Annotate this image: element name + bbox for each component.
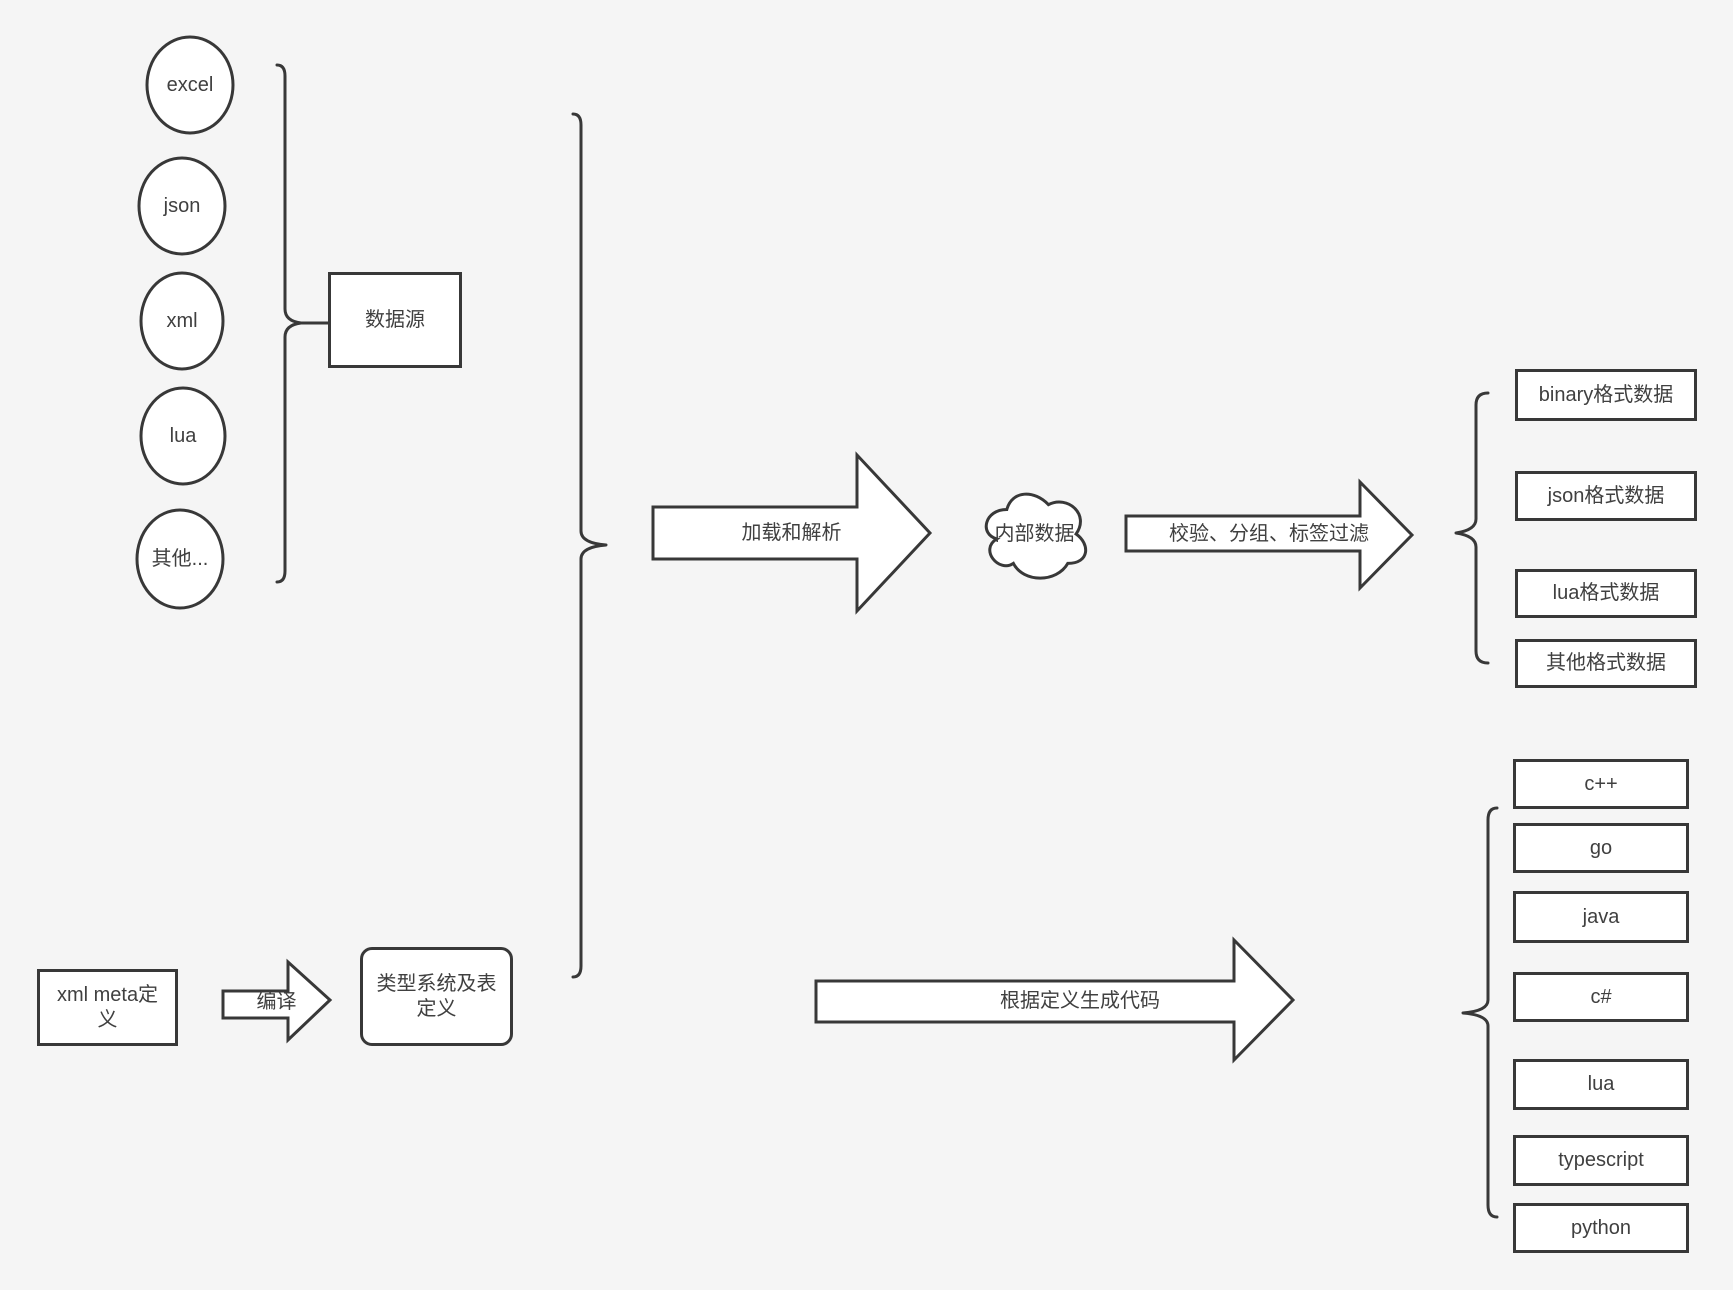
xml-meta-box-label: xml meta定义 <box>56 983 159 1031</box>
language-box-java: java <box>1513 891 1689 943</box>
codegen-arrow-shape <box>814 936 1296 1064</box>
format-box-other-label: 其他格式数据 <box>1546 652 1666 674</box>
languages-brace <box>1461 806 1499 1219</box>
format-box-json: json格式数据 <box>1515 471 1697 521</box>
format-box-binary: binary格式数据 <box>1515 369 1697 421</box>
language-box-java-label: java <box>1582 905 1620 928</box>
language-box-go-label: go <box>1589 836 1613 859</box>
filter-arrow-shape <box>1124 478 1415 592</box>
language-box-typescript-label: typescript <box>1558 1149 1644 1171</box>
language-box-lua-label: lua <box>1587 1073 1615 1095</box>
language-box-csharp: c# <box>1513 972 1689 1022</box>
source-ellipse-excel <box>145 35 235 135</box>
type-system-box-label: 类型系统及表定义 <box>376 972 497 1020</box>
format-box-json-label: json格式数据 <box>1547 484 1665 507</box>
language-box-python: python <box>1513 1203 1689 1253</box>
source-ellipse-other <box>135 508 225 610</box>
compile-arrow-shape <box>221 958 333 1044</box>
load-parse-arrow-shape <box>651 451 933 615</box>
formats-brace <box>1454 391 1490 665</box>
language-box-lua: lua <box>1513 1059 1689 1110</box>
internal-data-cloud <box>984 492 1087 580</box>
sources-brace <box>275 63 303 584</box>
language-box-typescript: typescript <box>1513 1135 1689 1186</box>
main-brace <box>571 112 608 979</box>
source-ellipse-lua <box>139 386 227 486</box>
source-ellipse-xml <box>139 271 225 371</box>
type-system-box: 类型系统及表定义 <box>360 947 513 1046</box>
language-box-cpp-label: c++ <box>1584 772 1618 795</box>
format-box-lua: lua格式数据 <box>1515 569 1697 618</box>
format-box-binary-label: binary格式数据 <box>1538 383 1674 406</box>
language-box-cpp: c++ <box>1513 759 1689 809</box>
language-box-csharp-label: c# <box>1590 985 1612 1008</box>
source-ellipse-json <box>137 156 227 256</box>
language-box-go: go <box>1513 823 1689 873</box>
xml-meta-box: xml meta定义 <box>37 969 178 1046</box>
language-box-python-label: python <box>1570 1216 1632 1239</box>
format-box-lua-label: lua格式数据 <box>1552 582 1660 604</box>
format-box-other: 其他格式数据 <box>1515 639 1697 688</box>
data-source-box-label: 数据源 <box>365 308 425 331</box>
data-source-box: 数据源 <box>328 272 462 368</box>
